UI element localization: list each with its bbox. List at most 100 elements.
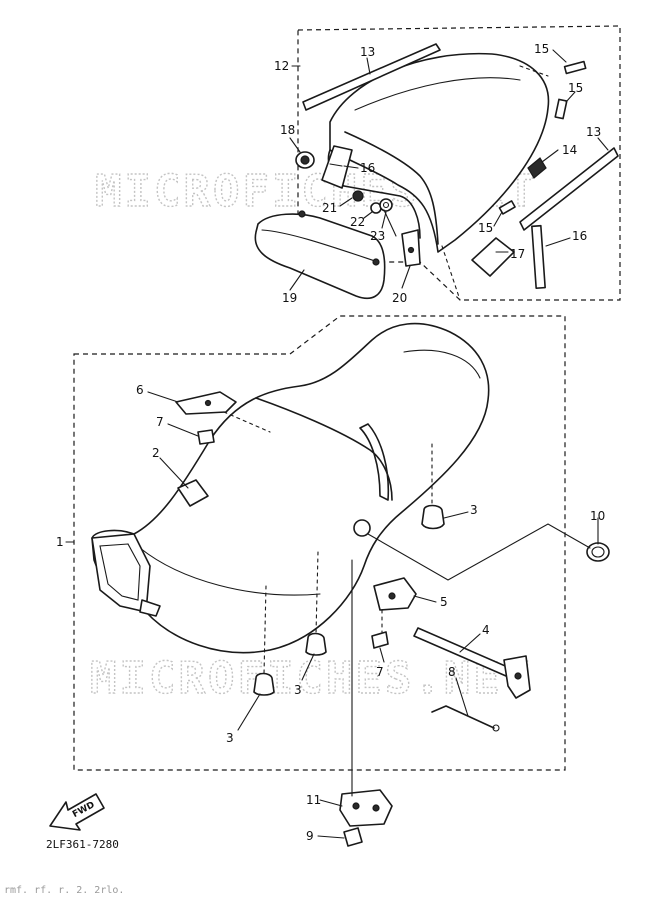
- leader-9: [317, 835, 345, 839]
- side-strip-13-top: [302, 43, 441, 111]
- guide-damper-mid: [315, 551, 319, 635]
- backrest-pad-19-edge: [261, 229, 379, 263]
- front-direction-arrow: FWD: [49, 793, 105, 831]
- nut-23: [379, 198, 393, 212]
- callout-16b: 16: [572, 229, 587, 243]
- callout-22: 22: [350, 215, 365, 229]
- main-seat-top-edge: [255, 397, 393, 501]
- seat-lock-11: [339, 789, 393, 827]
- seat-lock-11-hole-b: [372, 804, 380, 812]
- main-seat-strap: [359, 423, 390, 501]
- seat-cowl: [329, 52, 550, 253]
- callout-16a: 16: [360, 161, 375, 175]
- callout-14: 14: [562, 143, 577, 157]
- callout-21: 21: [322, 201, 337, 215]
- callout-6: 6: [136, 383, 144, 397]
- leader-7a: [167, 423, 199, 437]
- bracket-16-left-hole: [329, 163, 343, 167]
- leader-4: [459, 633, 481, 653]
- main-seat-cushion-line: [139, 547, 321, 596]
- seat-front-hook: [139, 599, 161, 617]
- callout-15b: 15: [568, 81, 583, 95]
- callout-12: 12: [274, 59, 289, 73]
- nut-23-hole: [382, 201, 390, 209]
- leader-20: [401, 265, 411, 289]
- leader-18: [289, 137, 301, 153]
- leader-11: [319, 799, 343, 807]
- callout-3a: 3: [470, 503, 478, 517]
- bracket-5: [373, 577, 417, 611]
- guide-hole-to-cap: [367, 523, 591, 581]
- bracket-2: [177, 479, 209, 507]
- callout-17: 17: [510, 247, 525, 261]
- callout-8: 8: [448, 665, 456, 679]
- drawing-code: 2LF361-7280: [46, 838, 119, 851]
- guide-damper-left: [263, 585, 267, 675]
- wire-8: [431, 705, 495, 729]
- leader-14: [541, 149, 559, 163]
- seat-lock-11-hole-a: [352, 802, 360, 810]
- seat-group-boundary: [73, 315, 566, 771]
- leader-6: [147, 391, 179, 403]
- callout-9: 9: [306, 829, 314, 843]
- leader-13a: [366, 57, 371, 75]
- wire-8-end: [492, 724, 500, 732]
- grommet-18-core: [300, 155, 310, 165]
- nut-7-upper: [197, 429, 215, 445]
- leader-15c: [493, 211, 503, 227]
- cap-10-rim: [591, 546, 605, 558]
- callout-11: 11: [306, 793, 321, 807]
- guide-cowl-left: [441, 245, 461, 301]
- front-arrow-icon: [49, 793, 105, 831]
- leader-8: [455, 677, 469, 717]
- damper-3-left: [253, 672, 275, 696]
- damper-3-mid: [305, 632, 327, 656]
- callout-18: 18: [280, 123, 295, 137]
- callout-3b: 3: [294, 683, 302, 697]
- leader-3b: [301, 653, 315, 681]
- callout-15c: 15: [478, 221, 493, 235]
- leader-16b: [545, 237, 571, 247]
- leader-23: [381, 211, 387, 229]
- callout-13a: 13: [360, 45, 375, 59]
- cowl-group-boundary: [297, 25, 621, 301]
- strip-16-right: [531, 224, 546, 290]
- bracket-16-left: [321, 145, 353, 189]
- lock-rod-4-pin: [514, 672, 522, 680]
- leader-15a: [552, 49, 567, 63]
- callout-2: 2: [152, 446, 160, 460]
- leader-15b: [565, 91, 576, 103]
- callout-10: 10: [590, 509, 605, 523]
- leader-7b: [379, 647, 385, 663]
- nut-7-lower: [371, 631, 389, 649]
- leader-2: [159, 457, 189, 489]
- leader-19: [289, 269, 305, 291]
- nut-9: [343, 827, 363, 847]
- guide-cowl-right: [519, 65, 549, 77]
- seat-cowl-inner-edge: [344, 131, 439, 245]
- callout-13b: 13: [586, 125, 601, 139]
- clip-14: [527, 157, 547, 179]
- damper-3-right: [421, 504, 445, 530]
- callout-4: 4: [482, 623, 490, 637]
- footer-faint-text: rmf. rf. r. 2. 2rlo.: [4, 885, 124, 896]
- callout-5: 5: [440, 595, 448, 609]
- seat-lock-hole: [353, 519, 371, 537]
- main-seat-rear-crease: [403, 349, 481, 379]
- emblem-15-top: [563, 60, 587, 75]
- leader-5: [413, 595, 437, 603]
- bracket-20-hole: [407, 246, 415, 254]
- cap-10: [586, 542, 610, 562]
- bracket-5-hole: [388, 592, 396, 600]
- pad-17: [471, 237, 515, 277]
- leader-3c: [237, 693, 261, 731]
- emblem-15-mid: [554, 98, 568, 120]
- leader-3a: [443, 511, 469, 519]
- callout-20: 20: [392, 291, 407, 305]
- callout-3c: 3: [226, 731, 234, 745]
- leader-13b: [597, 137, 609, 151]
- side-strip-13-right: [519, 147, 619, 231]
- leader-21: [339, 197, 353, 207]
- callout-19: 19: [282, 291, 297, 305]
